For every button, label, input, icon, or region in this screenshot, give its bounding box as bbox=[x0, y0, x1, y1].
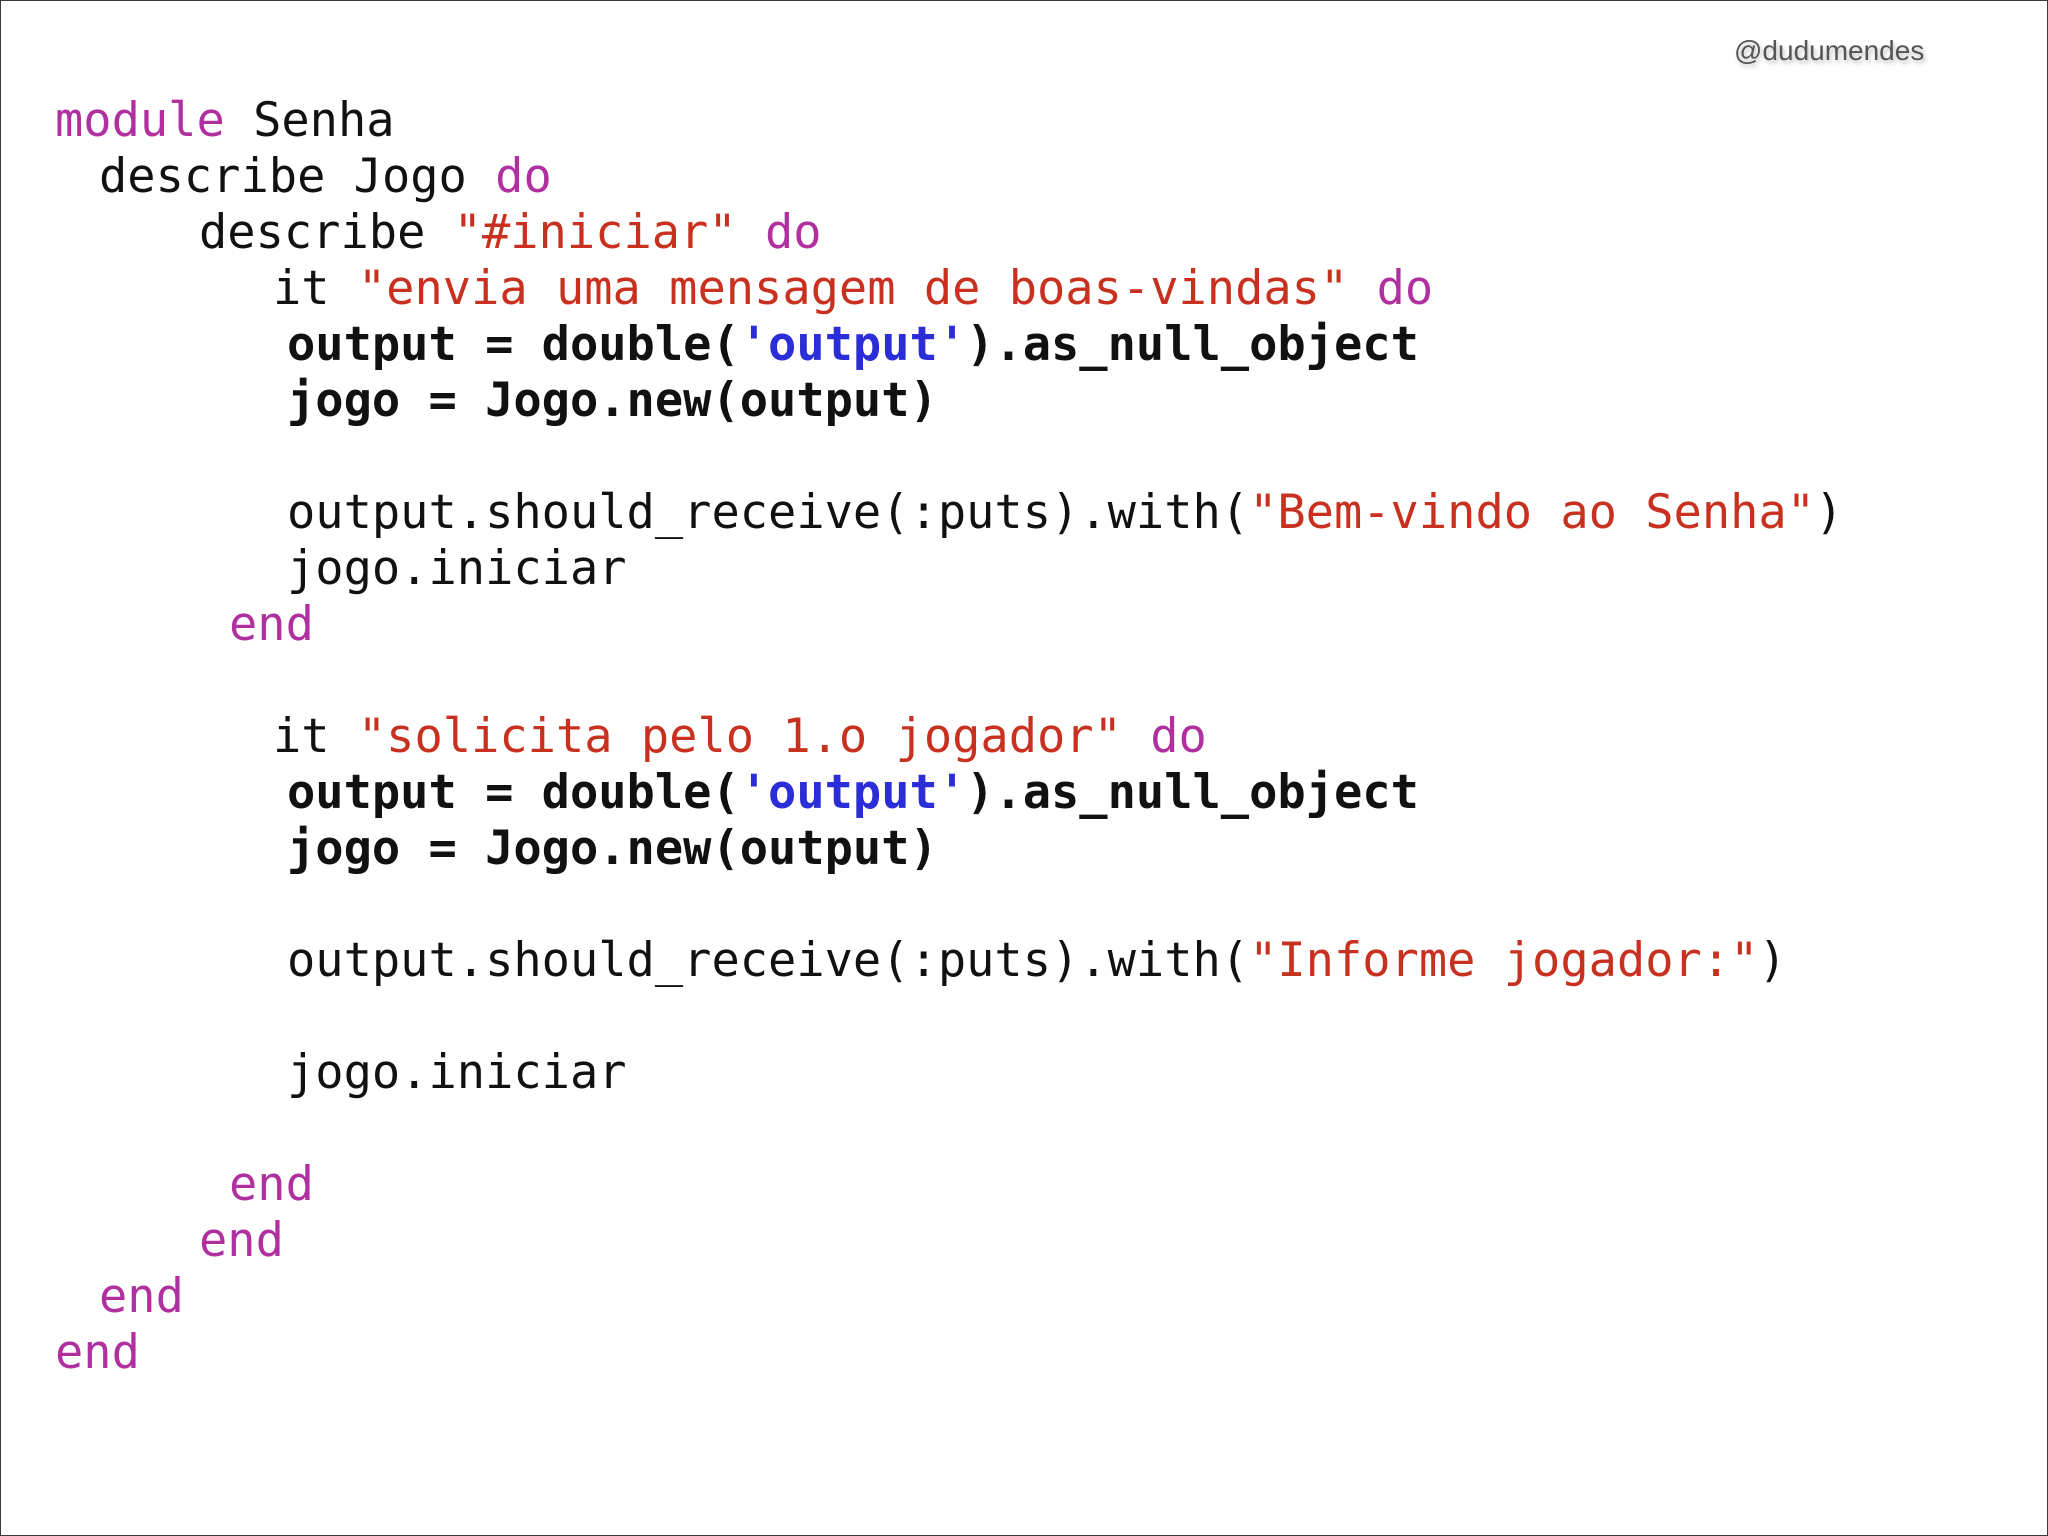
code-line: output = double('output').as_null_object bbox=[287, 317, 1419, 373]
code-token: do bbox=[495, 149, 552, 204]
code-token: output = double( bbox=[287, 765, 740, 820]
code-token: "#iniciar" bbox=[453, 205, 737, 260]
code-line: output = double('output').as_null_object bbox=[287, 765, 1419, 821]
code-token: "Informe jogador:" bbox=[1249, 933, 1759, 988]
code-token: end bbox=[229, 597, 314, 652]
code-token: jogo.iniciar bbox=[287, 541, 627, 596]
code-token: do bbox=[1376, 261, 1434, 316]
code-token: jogo = Jogo.new(output) bbox=[287, 373, 938, 428]
code-token: end bbox=[229, 1157, 314, 1212]
code-token bbox=[737, 205, 765, 260]
author-handle: @dudumendes bbox=[1734, 35, 1925, 66]
code-token: it bbox=[273, 709, 358, 764]
code-token bbox=[1122, 709, 1150, 764]
code-token: do bbox=[764, 205, 822, 260]
code-line: it "solicita pelo 1.o jogador" do bbox=[273, 709, 1207, 765]
code-token: output.should_receive(:puts).with( bbox=[287, 933, 1250, 988]
code-token: end bbox=[55, 1325, 140, 1380]
code-line: jogo.iniciar bbox=[287, 541, 627, 597]
code-token: "envia uma mensagem de boas-vindas" bbox=[357, 261, 1349, 316]
code-line: it "envia uma mensagem de boas-vindas" d… bbox=[273, 261, 1433, 317]
code-token: end bbox=[99, 1269, 184, 1324]
code-token: module bbox=[55, 93, 225, 148]
code-token: 'output' bbox=[739, 317, 967, 372]
code-token: ).as_null_object bbox=[966, 317, 1419, 372]
code-line: jogo = Jogo.new(output) bbox=[287, 821, 938, 877]
code-line: jogo.iniciar bbox=[287, 1045, 627, 1101]
code-token: describe Jogo bbox=[99, 149, 496, 204]
code-token: 'output' bbox=[739, 765, 967, 820]
code-token: ) bbox=[1815, 485, 1844, 540]
code-token: output = double( bbox=[287, 317, 740, 372]
code-token: it bbox=[273, 261, 358, 316]
code-token: Senha bbox=[224, 93, 395, 148]
code-line: end bbox=[229, 1157, 314, 1213]
code-token: output.should_receive(:puts).with( bbox=[287, 485, 1250, 540]
code-token: "Bem-vindo ao Senha" bbox=[1249, 485, 1816, 540]
code-token: jogo = Jogo.new(output) bbox=[287, 821, 938, 876]
code-line: end bbox=[55, 1325, 140, 1381]
code-line: end bbox=[229, 597, 314, 653]
code-line: output.should_receive(:puts).with("Bem-v… bbox=[287, 485, 1843, 541]
code-token: "solicita pelo 1.o jogador" bbox=[357, 709, 1122, 764]
code-token: ) bbox=[1758, 933, 1787, 988]
code-line: describe Jogo do bbox=[99, 149, 552, 205]
code-token: jogo.iniciar bbox=[287, 1045, 627, 1100]
code-token: do bbox=[1150, 709, 1207, 764]
code-token: describe bbox=[199, 205, 454, 260]
code-line: end bbox=[199, 1213, 284, 1269]
code-token bbox=[1348, 261, 1376, 316]
code-line: output.should_receive(:puts).with("Infor… bbox=[287, 933, 1787, 989]
code-token: ).as_null_object bbox=[966, 765, 1419, 820]
code-token: end bbox=[199, 1213, 284, 1268]
code-line: module Senha bbox=[55, 93, 395, 149]
code-line: end bbox=[99, 1269, 184, 1325]
code-line: describe "#iniciar" do bbox=[199, 205, 822, 261]
code-line: jogo = Jogo.new(output) bbox=[287, 373, 938, 429]
